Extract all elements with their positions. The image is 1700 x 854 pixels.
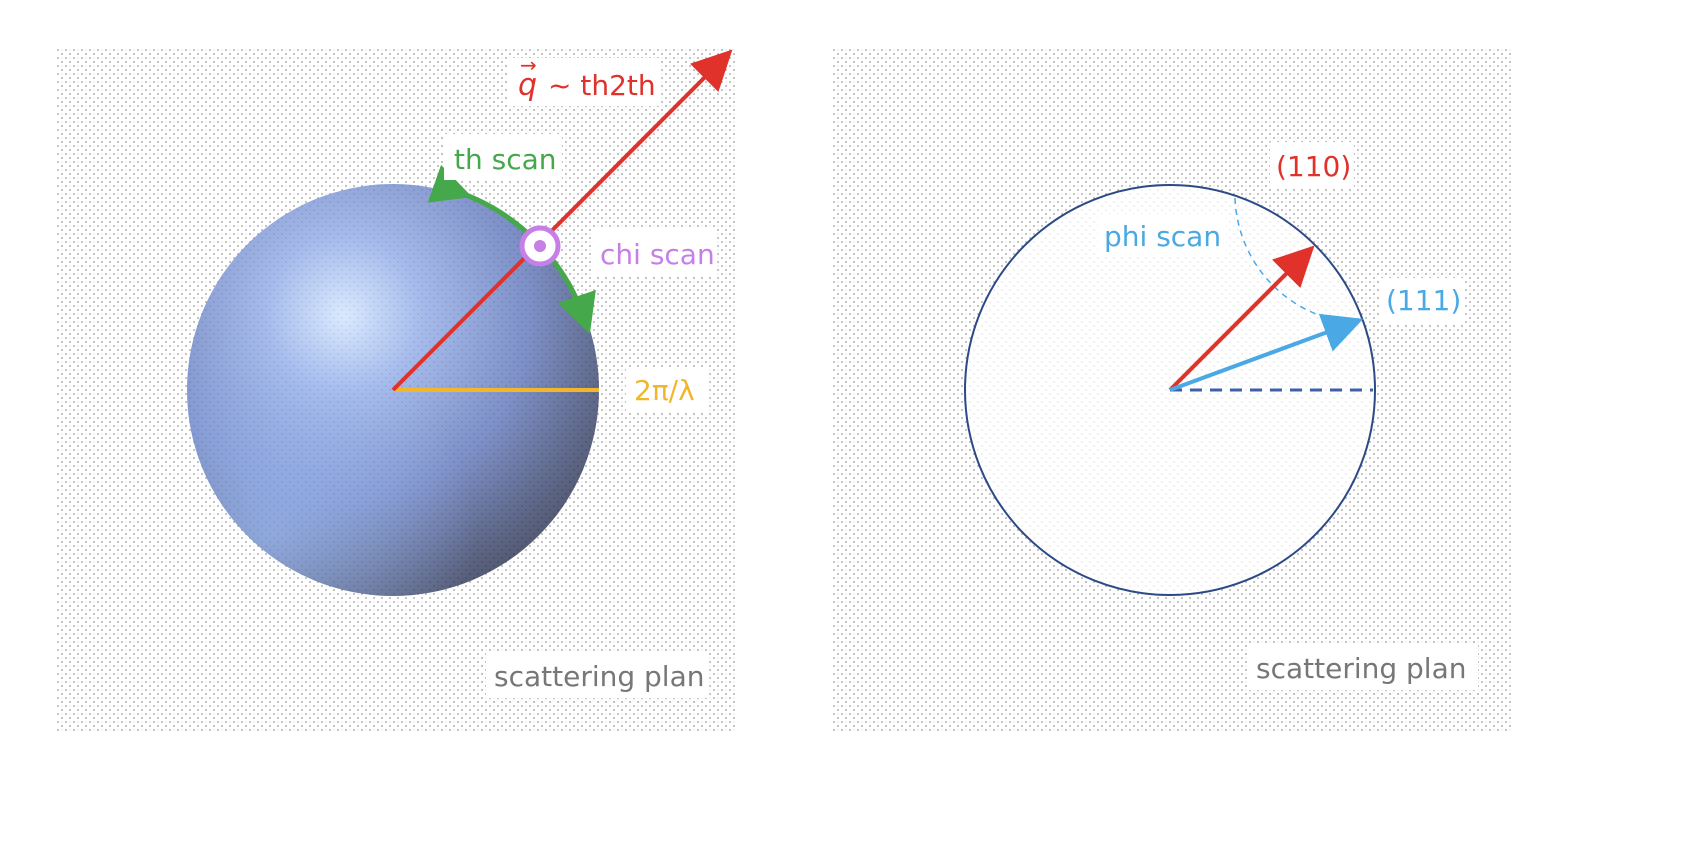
left-plane-label: scattering plan — [494, 660, 705, 693]
label-111: (111) — [1386, 284, 1461, 317]
phi-scan-label-box: phi scan — [1098, 214, 1226, 256]
chi-scan-icon — [519, 225, 561, 267]
chi-scan-label: chi scan — [600, 238, 715, 271]
q-vector-arrow-icon: → — [520, 53, 537, 77]
chi-scan-label-box: chi scan — [592, 228, 716, 276]
vector-110 — [1168, 245, 1315, 392]
label-111-box: (111) — [1380, 278, 1464, 324]
radius-label: 2π/λ — [634, 374, 695, 407]
radius-label-box: 2π/λ — [626, 368, 708, 412]
right-plane-label: scattering plan — [1256, 652, 1467, 685]
right-panel: (110) (111) phi scan scattering plan — [832, 48, 1512, 733]
vector-111 — [1169, 313, 1364, 392]
th-scan-label-box: th scan — [444, 134, 562, 180]
left-panel: q → ~ th2th th scan chi scan 2π/λ scatte… — [55, 48, 735, 733]
q-label-text: ~ th2th — [548, 69, 656, 102]
phi-scan-label: phi scan — [1104, 220, 1221, 253]
label-110-box: (110) — [1270, 142, 1354, 188]
left-plane-label-box: scattering plan — [486, 652, 708, 698]
q-symbol: q — [518, 68, 537, 103]
right-plane-label-box: scattering plan — [1248, 644, 1478, 690]
label-110: (110) — [1276, 150, 1351, 183]
q-label: q → ~ th2th — [508, 53, 660, 106]
th-scan-label: th scan — [454, 143, 557, 176]
